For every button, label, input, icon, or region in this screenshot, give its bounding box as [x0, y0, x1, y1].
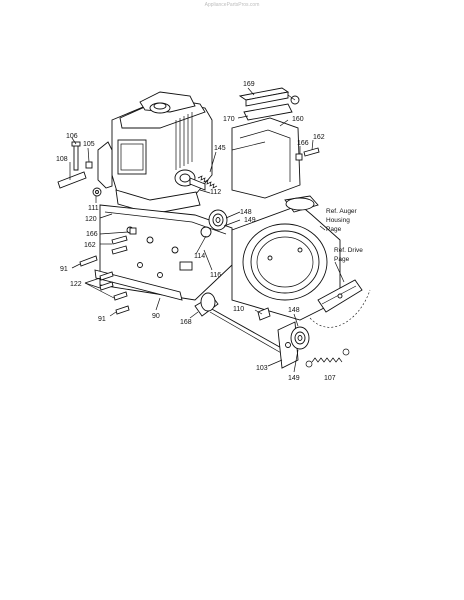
callout-169: 169 [243, 81, 255, 88]
callout-148-lower: 148 [288, 307, 300, 314]
callout-160: 160 [292, 116, 304, 123]
callout-162-right: 162 [313, 134, 325, 141]
ref-drive: Ref. Drive Page [334, 247, 365, 263]
callout-116: 116 [210, 272, 221, 279]
callout-162-left: 162 [84, 242, 96, 249]
callout-labels: 169 170 160 162 166 145 106 105 108 112 … [56, 81, 365, 382]
roller-168 [194, 292, 219, 317]
callout-145: 145 [214, 145, 226, 152]
callout-166-left: 166 [86, 231, 98, 238]
callout-106: 106 [66, 133, 78, 140]
callout-105: 105 [83, 141, 95, 148]
drive-bracket [309, 279, 371, 328]
shaft-assembly [209, 307, 310, 369]
callout-110: 110 [233, 306, 244, 313]
fasteners [57, 141, 320, 315]
spring-107 [305, 348, 350, 368]
pulley-upper [200, 209, 228, 238]
ref-auger-housing: Ref. Auger Housing Page [326, 208, 359, 233]
watermark-text: AppliancePartsPros.com [205, 2, 260, 8]
callout-114: 114 [194, 253, 205, 260]
spring-145 [197, 175, 218, 189]
callout-112: 112 [210, 189, 221, 196]
callout-170: 170 [223, 116, 235, 123]
leader-lines [69, 87, 345, 373]
engine-assembly [97, 91, 213, 215]
callout-91-upper: 91 [60, 266, 68, 273]
callout-108: 108 [56, 156, 68, 163]
callout-168: 168 [180, 319, 192, 326]
callout-122: 122 [70, 281, 82, 288]
callout-120: 120 [85, 216, 97, 223]
callout-111: 111 [88, 205, 99, 212]
belt-cover [231, 87, 301, 199]
callout-90: 90 [152, 313, 160, 320]
callout-91-lower: 91 [98, 316, 106, 323]
callout-103: 103 [256, 365, 268, 372]
callout-166-right: 166 [297, 140, 309, 147]
callout-148-upper: 148 [240, 209, 252, 216]
callout-149-upper: 149 [244, 217, 256, 224]
auger-housing [231, 195, 341, 321]
callout-149-lower: 149 [288, 375, 300, 382]
callout-107: 107 [324, 375, 336, 382]
